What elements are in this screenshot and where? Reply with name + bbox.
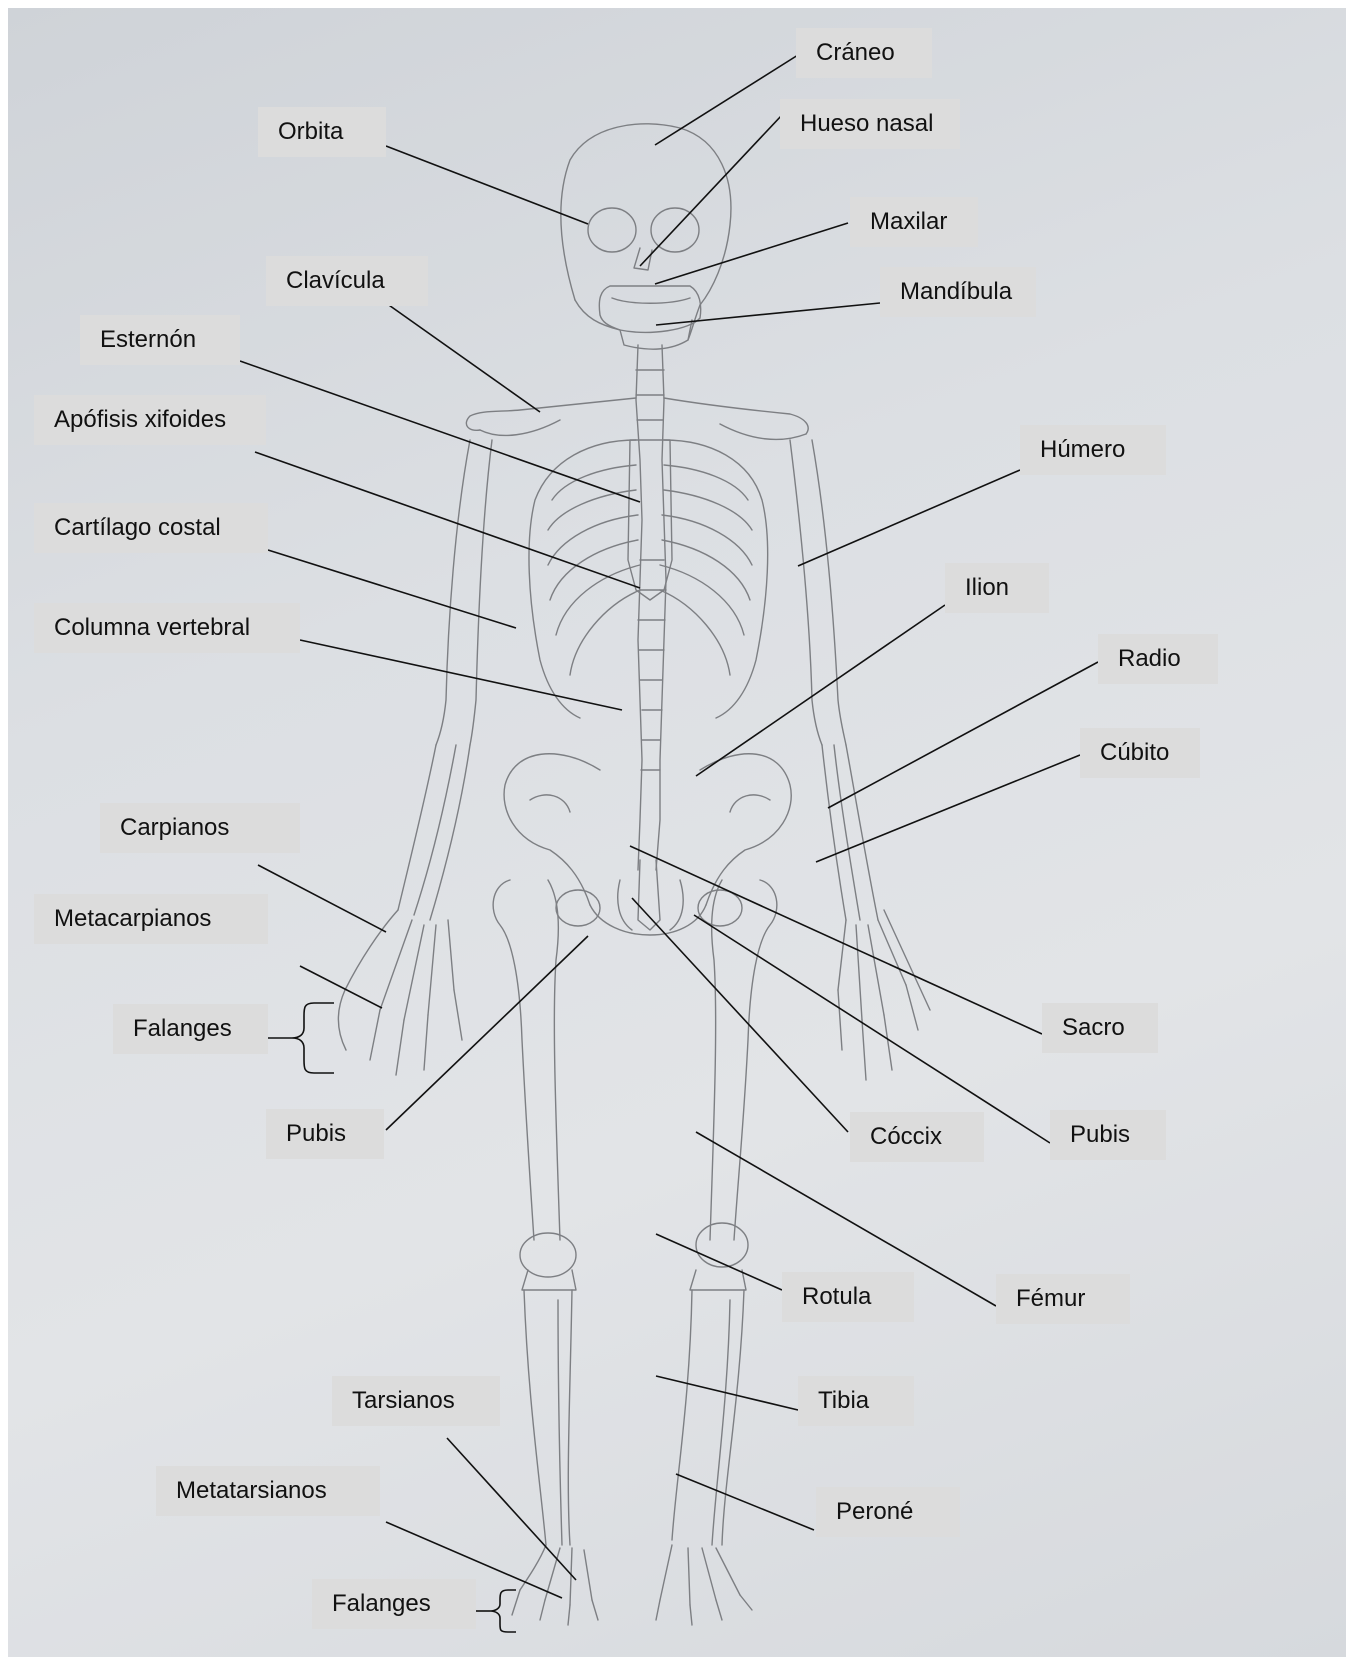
right-arm xyxy=(338,440,492,1075)
label-esternon: Esternón xyxy=(80,315,240,365)
label-metatarsianos: Metatarsianos xyxy=(156,1466,380,1516)
leader-orbita xyxy=(386,146,588,224)
legs xyxy=(493,880,777,1545)
leader-perone xyxy=(676,1474,814,1530)
leader-humero xyxy=(798,470,1020,566)
label-coccix: Cóccix xyxy=(850,1112,984,1162)
leader-columna-vertebral xyxy=(300,640,622,710)
label-tibia: Tibia xyxy=(798,1376,914,1426)
label-maxilar: Maxilar xyxy=(850,197,978,247)
leader-pubis-izq xyxy=(386,936,588,1130)
label-apofisis-xifoides: Apófisis xifoides xyxy=(34,395,266,445)
leader-ilion xyxy=(696,605,945,776)
label-cartilago-costal: Cartílago costal xyxy=(34,503,268,553)
label-cubito: Cúbito xyxy=(1080,728,1200,778)
leader-tarsianos xyxy=(447,1438,576,1580)
label-falanges-mano: Falanges xyxy=(113,1004,268,1054)
feet xyxy=(512,1545,752,1625)
label-humero: Húmero xyxy=(1020,425,1166,475)
label-mandibula: Mandíbula xyxy=(880,267,1036,317)
label-carpianos: Carpianos xyxy=(100,803,300,853)
leader-coccix xyxy=(632,898,848,1132)
label-radio: Radio xyxy=(1098,634,1218,684)
leader-maxilar xyxy=(655,223,848,284)
label-pubis-der: Pubis xyxy=(1050,1110,1166,1160)
leader-apofisis-xifoides xyxy=(255,452,640,588)
spine xyxy=(636,345,666,870)
label-sacro: Sacro xyxy=(1042,1003,1158,1053)
leader-esternon xyxy=(240,361,640,502)
leader-cartilago-costal xyxy=(268,550,516,628)
label-perone: Peroné xyxy=(816,1487,960,1537)
pelvis xyxy=(504,754,791,935)
leader-cubito xyxy=(816,755,1080,862)
leader-rotula xyxy=(656,1234,782,1290)
label-tarsianos: Tarsianos xyxy=(332,1376,500,1426)
label-orbita: Orbita xyxy=(258,107,386,157)
label-columna-vertebral: Columna vertebral xyxy=(34,603,300,653)
falanges-pie-bracket xyxy=(490,1590,516,1632)
label-falanges-pie: Falanges xyxy=(312,1579,476,1629)
label-clavicula: Clavícula xyxy=(266,256,428,306)
label-craneo: Cráneo xyxy=(796,28,932,78)
label-ilion: Ilion xyxy=(945,563,1049,613)
label-pubis-izq: Pubis xyxy=(266,1109,384,1159)
label-hueso-nasal: Hueso nasal xyxy=(780,99,960,149)
leader-carpianos xyxy=(258,865,386,932)
leader-radio xyxy=(828,662,1098,808)
label-femur: Fémur xyxy=(996,1274,1130,1324)
leader-hueso-nasal xyxy=(640,115,782,266)
leader-craneo xyxy=(655,55,798,145)
label-metacarpianos: Metacarpianos xyxy=(34,894,268,944)
rib-cage xyxy=(529,440,768,718)
leader-tibia xyxy=(656,1376,798,1410)
falanges-mano-bracket xyxy=(292,1003,334,1073)
label-rotula: Rotula xyxy=(782,1272,914,1322)
left-arm xyxy=(790,440,930,1080)
leader-clavicula xyxy=(386,303,540,412)
leader-mandibula xyxy=(656,303,880,325)
skull xyxy=(561,124,731,349)
